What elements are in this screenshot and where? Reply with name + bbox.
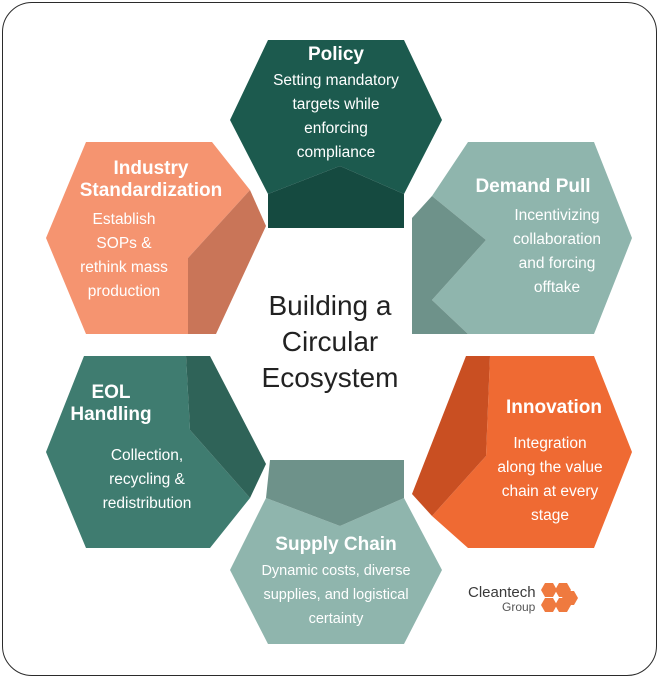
logo-hexagon	[541, 583, 557, 597]
logo-hexagon	[562, 591, 578, 605]
industry-standardization-description: Establish SOPs & rethink mass production	[80, 211, 168, 300]
node-industry-standardization: Industry Standardization	[60, 158, 242, 202]
supply-chain-hexagon	[230, 498, 442, 644]
innovation-title: Innovation	[505, 397, 603, 418]
industry-standardization-hexagon	[46, 142, 250, 334]
logo-hexagons	[541, 583, 578, 612]
supply-chain-description: Dynamic costs, diverse supplies, and log…	[261, 563, 411, 627]
industry-standardization-title: Industry Standardization	[79, 158, 223, 201]
supply-chain-connector	[266, 460, 404, 526]
center-title: Building a Circular Ecosystem	[261, 290, 399, 393]
demand-pull-title: Demand Pull	[475, 176, 591, 197]
logo-sub: Group	[502, 600, 536, 614]
node-supply-chain: Supply Chain Dynamic costs, diverse supp…	[238, 534, 434, 631]
eol-handling-description: Collection, recycling & redistribution	[102, 447, 192, 512]
policy-description: Setting mandatory targets while enforcin…	[273, 72, 399, 161]
eol-handling-title: EOL Handling	[70, 382, 152, 425]
cleantech-logo: Cleantech Group	[468, 578, 588, 618]
node-eol-handling: EOL Handling	[56, 382, 166, 426]
node-policy: Policy Setting mandatory targets while e…	[250, 44, 422, 165]
supply-chain-title: Supply Chain	[275, 534, 397, 555]
eol-handling-hexagon	[46, 356, 250, 548]
innovation-description: Integration along the value chain at eve…	[497, 435, 603, 524]
logo-name: Cleantech	[468, 584, 536, 601]
demand-pull-connector	[412, 196, 486, 334]
demand-pull-description: Incentivizing collaboration and forcing …	[513, 207, 601, 296]
industry-standardization-connector	[188, 190, 266, 334]
demand-pull-hexagon	[432, 142, 632, 334]
node-demand-pull: Demand Pull Incentivizing collaboration …	[448, 176, 618, 300]
eol-handling-connector	[186, 356, 266, 498]
policy-connector	[268, 166, 404, 228]
innovation-hexagon	[432, 356, 632, 548]
policy-title: Policy	[308, 44, 364, 65]
innovation-connector	[412, 356, 490, 516]
logo-hexagon	[541, 598, 557, 612]
node-innovation: Innovation	[494, 397, 614, 419]
policy-hexagon	[230, 40, 442, 194]
